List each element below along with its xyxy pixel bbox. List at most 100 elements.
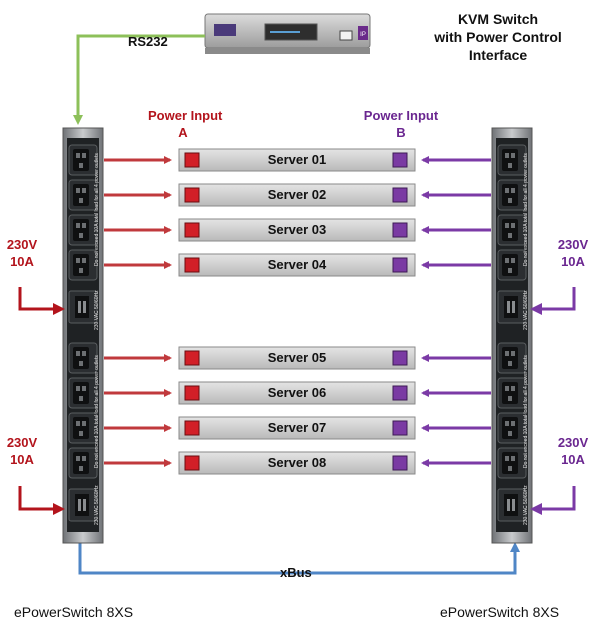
power-outlet	[68, 249, 98, 281]
right-feed-arrow-bottom	[530, 486, 576, 515]
server-chassis	[178, 346, 416, 370]
server-chassis	[178, 253, 416, 277]
port-b	[392, 187, 408, 203]
power-outlet	[68, 412, 98, 444]
port-a	[184, 222, 200, 238]
server-chassis	[178, 381, 416, 405]
server-row-6	[104, 381, 491, 405]
xbus-label: xBus	[280, 565, 312, 580]
kvm-badge-text: IP	[360, 32, 366, 38]
server-label-1: Server 01	[267, 152, 327, 167]
server-row-5	[104, 346, 491, 370]
pdu-right-inlet-text-top: 230 VAC 50/60Hz	[523, 290, 529, 330]
power-input-a-title: Power Input	[148, 108, 223, 123]
kvm-title: KVM Switch with Power Control Interface	[398, 10, 598, 64]
power-outlet	[68, 447, 98, 479]
power-outlet	[497, 249, 527, 281]
left-volts-bottom: 230V	[6, 435, 38, 450]
power-inlet	[497, 488, 527, 522]
port-a	[184, 385, 200, 401]
power-outlet	[68, 144, 98, 176]
power-outlet	[497, 377, 527, 409]
left-feed-arrow-bottom	[18, 486, 65, 515]
power-input-b-port: B	[396, 125, 406, 140]
pdu-left-inlet-text-bottom: 230 VAC 50/60Hz	[94, 485, 100, 525]
server-chassis	[178, 183, 416, 207]
kvm-title-line-1: KVM Switch	[457, 11, 539, 27]
port-b	[392, 420, 408, 436]
right-volts-top: 230V	[557, 237, 589, 252]
left-voltage-bottom: 230V 10A	[0, 434, 44, 468]
pdu-strip-texts: Do not exceed 10A total load for all 4 p…	[94, 153, 529, 525]
server-row-8	[104, 451, 491, 475]
power-inlet	[68, 290, 98, 324]
server-chassis	[178, 218, 416, 242]
power-outlet	[497, 412, 527, 444]
port-b	[392, 222, 408, 238]
pdu-right-strip-text-top: Do not exceed 10A total load for all 4 p…	[523, 153, 529, 266]
left-feed-arrow-top	[18, 287, 65, 315]
pdu-right-name: ePowerSwitch 8XS	[440, 604, 560, 620]
server-row-4	[104, 253, 491, 277]
left-volts-top: 230V	[6, 237, 38, 252]
server-chassis	[178, 148, 416, 172]
rs232-line	[73, 34, 205, 125]
port-a	[184, 152, 200, 168]
server-label-5: Server 05	[267, 350, 327, 365]
port-b	[392, 152, 408, 168]
power-inlet	[497, 290, 527, 324]
power-input-b-label: Power Input B	[356, 107, 446, 141]
right-amps-top: 10A	[561, 254, 585, 269]
rs232-label: RS232	[128, 34, 168, 49]
pdu-left-name: ePowerSwitch 8XS	[14, 604, 134, 620]
power-outlet	[68, 342, 98, 374]
pdu-right-strip-text-bottom: Do not exceed 10A total load for all 4 p…	[523, 355, 529, 468]
left-amps-bottom: 10A	[10, 452, 34, 467]
power-outlet	[497, 144, 527, 176]
port-a	[184, 350, 200, 366]
server-row-2	[104, 183, 491, 207]
power-input-a-label: Power Input A	[148, 107, 223, 141]
kvm-switch-device: IP	[204, 13, 371, 54]
servers	[104, 148, 491, 475]
port-b	[392, 257, 408, 273]
pdu-right-inlet-text-bottom: 230 VAC 50/60Hz	[523, 485, 529, 525]
server-label-3: Server 03	[267, 222, 327, 237]
right-volts-bottom: 230V	[557, 435, 589, 450]
port-a	[184, 187, 200, 203]
power-input-a-port: A	[178, 125, 188, 140]
power-outlet	[68, 214, 98, 246]
power-outlet	[497, 447, 527, 479]
power-input-b-title: Power Input	[363, 108, 439, 123]
port-b	[392, 455, 408, 471]
server-row-3	[104, 218, 491, 242]
port-a	[184, 257, 200, 273]
server-chassis	[178, 451, 416, 475]
pdu-left-strip-text-bottom: Do not exceed 10A total load for all 4 p…	[94, 355, 100, 468]
power-outlet	[497, 179, 527, 211]
server-label-2: Server 02	[267, 187, 327, 202]
server-label-4: Server 04	[267, 257, 327, 272]
pdu-left-inlet-text-top: 230 VAC 50/60Hz	[94, 290, 100, 330]
port-b	[392, 350, 408, 366]
kvm-title-line-3: Interface	[468, 47, 528, 63]
pdu-left-strip-text-top: Do not exceed 10A total load for all 4 p…	[94, 153, 100, 266]
port-b	[392, 385, 408, 401]
left-voltage-top: 230V 10A	[0, 236, 44, 270]
right-voltage-bottom: 230V 10A	[551, 434, 595, 468]
server-row-1	[104, 148, 491, 172]
power-outlet	[68, 179, 98, 211]
right-voltage-top: 230V 10A	[551, 236, 595, 270]
server-label-7: Server 07	[267, 420, 327, 435]
power-outlet	[497, 342, 527, 374]
server-label-6: Server 06	[267, 385, 327, 400]
port-a	[184, 420, 200, 436]
server-label-8: Server 08	[267, 455, 327, 470]
left-amps-top: 10A	[10, 254, 34, 269]
port-a	[184, 455, 200, 471]
power-inlet	[68, 488, 98, 522]
power-outlet	[68, 377, 98, 409]
server-chassis	[178, 416, 416, 440]
right-amps-bottom: 10A	[561, 452, 585, 467]
